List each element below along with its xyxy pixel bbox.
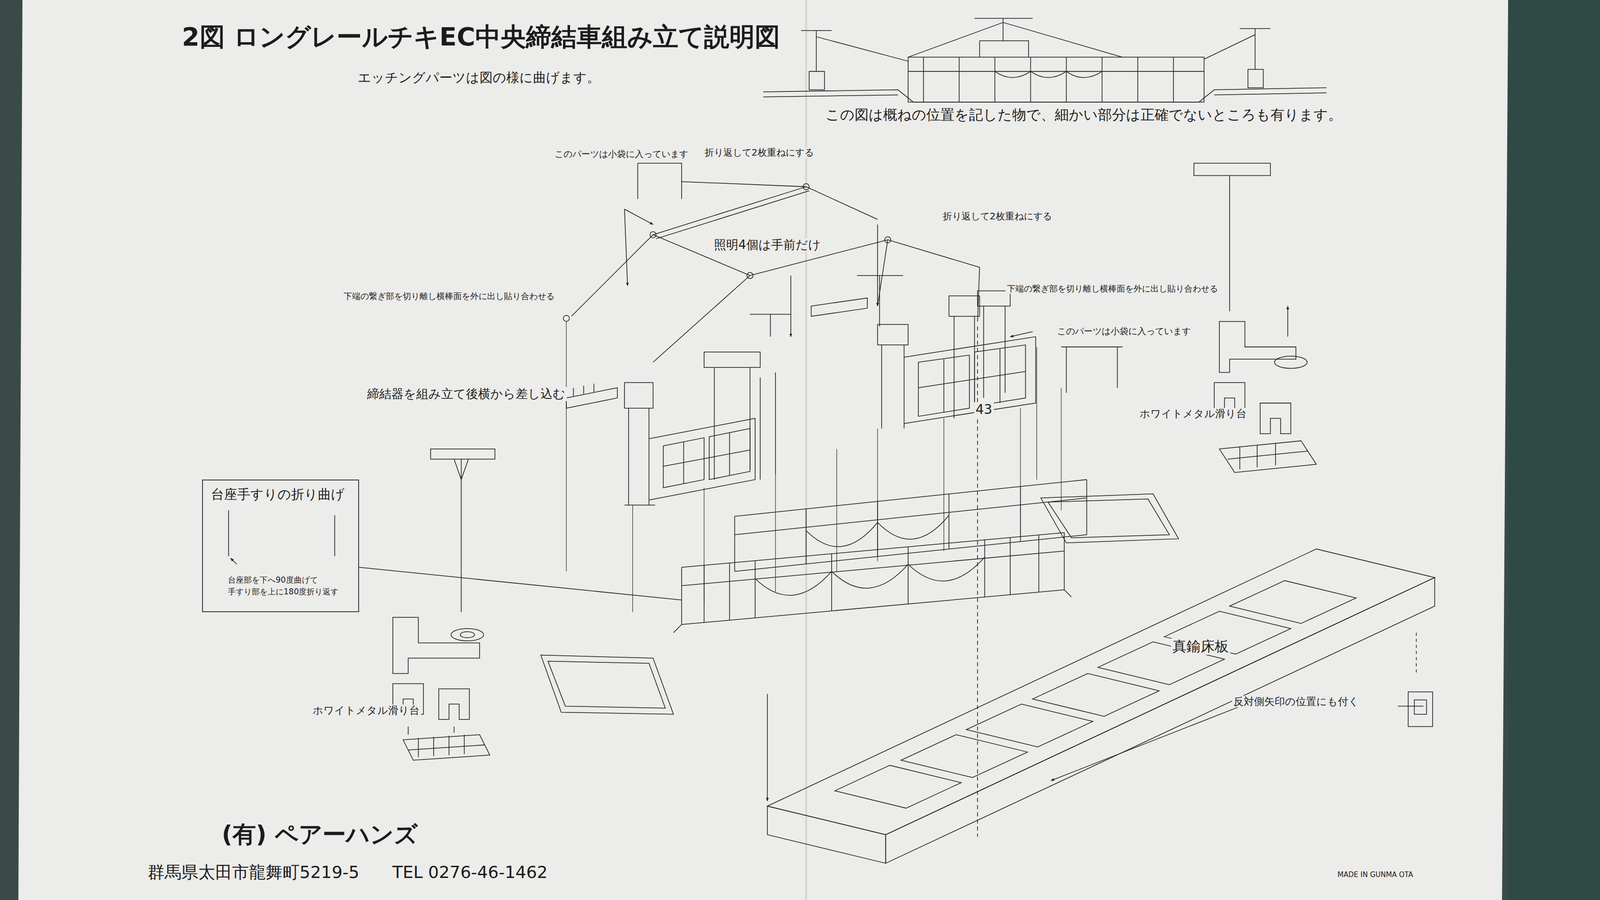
part-note: このパーツは小袋に入っています	[1055, 326, 1193, 337]
detail-box: 台座手すりの折り曲げ台座部を下へ90度曲げて 手すり部を上に180度折り返す	[202, 479, 360, 613]
diagram-title: 2図 ロングレールチキEC中央締結車組み立て説明図	[180, 22, 782, 52]
box-heading: 台座手すりの折り曲げ	[209, 487, 346, 503]
lighting-note: 照明4個は手前だけ	[712, 238, 823, 253]
fold-note: 折り返して2枚重ねにする	[941, 210, 1054, 222]
fold-note: 折り返して2枚重ねにする	[703, 147, 816, 158]
maker-address: 群馬県太田市龍舞町5219-5	[146, 862, 361, 882]
box-note: 台座部を下へ90度曲げて 手すり部を上に180度折り返す	[226, 574, 352, 598]
callout-number: 43	[974, 402, 994, 418]
part-name: ホワイトメタル滑り台	[311, 704, 421, 717]
accuracy-note: この図は概ねの位置を記した物で、細かい部分は正確でないところも有ります。	[824, 106, 1344, 124]
arrow-note: 反対側矢印の位置にも付く	[1231, 695, 1361, 708]
maker-name: (有) ペアーハンズ	[220, 821, 420, 849]
cut-note: 下端の繋ぎ部を切り離し横棒面を外に出し貼り合わせる	[342, 291, 556, 302]
cut-note: 下端の繋ぎ部を切り離し横棒面を外に出し貼り合わせる	[1005, 284, 1220, 294]
instruction-note: エッチングパーツは図の様に曲げます。	[356, 70, 602, 86]
part-note: このパーツは小袋に入っています	[553, 149, 690, 160]
part-name: ホワイトメタル滑り台	[1138, 407, 1248, 420]
insert-note: 締結器を組み立て後横から差し込む	[365, 387, 567, 402]
origin-mark: MADE IN GUNMA OTA	[1336, 871, 1415, 879]
part-name: 真鍮床板	[1171, 638, 1231, 655]
maker-phone: TEL 0276-46-1462	[390, 862, 549, 882]
